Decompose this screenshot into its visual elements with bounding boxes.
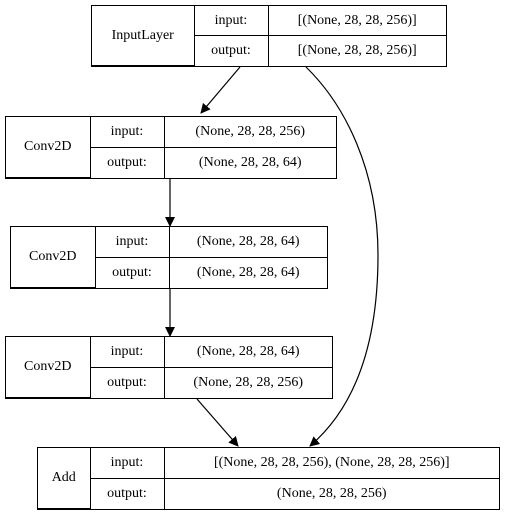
node-conv2d-1: Conv2D input: (None, 28, 28, 256) output… — [5, 116, 337, 179]
output-label: output: — [90, 477, 165, 509]
node-conv2d-3: Conv2D input: (None, 28, 28, 64) output:… — [5, 336, 333, 399]
input-label: input: — [89, 117, 165, 148]
edge-conv2d-3-to-add — [196, 398, 239, 447]
node-layer-type: Conv2D — [6, 337, 91, 398]
input-shape: [(None, 28, 28, 256)] — [267, 6, 446, 37]
node-layer-type: Conv2D — [6, 117, 91, 178]
output-shape: (None, 28, 28, 256) — [163, 366, 332, 398]
output-shape: (None, 28, 28, 64) — [163, 146, 336, 178]
node-layer-type: Conv2D — [11, 227, 96, 288]
input-shape: [(None, 28, 28, 256), (None, 28, 28, 256… — [163, 448, 499, 479]
output-shape: [(None, 28, 28, 256)] — [267, 35, 446, 66]
output-label: output: — [90, 366, 165, 398]
output-label: output: — [95, 256, 170, 288]
output-label: output: — [90, 146, 165, 178]
output-label: output: — [194, 35, 269, 66]
output-shape: (None, 28, 28, 64) — [168, 256, 327, 288]
node-conv2d-2: Conv2D input: (None, 28, 28, 64) output:… — [10, 226, 328, 289]
input-label: input: — [94, 227, 170, 258]
input-label: input: — [89, 448, 165, 479]
node-layer-type: Add — [38, 448, 91, 509]
output-shape: (None, 28, 28, 256) — [163, 477, 499, 509]
node-layer-type: InputLayer — [92, 6, 195, 66]
edge-inputlayer-to-conv2d-1 — [200, 66, 241, 114]
input-shape: (None, 28, 28, 64) — [163, 337, 332, 368]
input-label: input: — [89, 337, 165, 368]
node-add: Add input: [(None, 28, 28, 256), (None, … — [37, 447, 500, 510]
input-shape: (None, 28, 28, 64) — [168, 227, 327, 258]
input-shape: (None, 28, 28, 256) — [163, 117, 336, 148]
node-input-layer: InputLayer input: [(None, 28, 28, 256)] … — [91, 5, 447, 67]
input-label: input: — [193, 6, 269, 37]
